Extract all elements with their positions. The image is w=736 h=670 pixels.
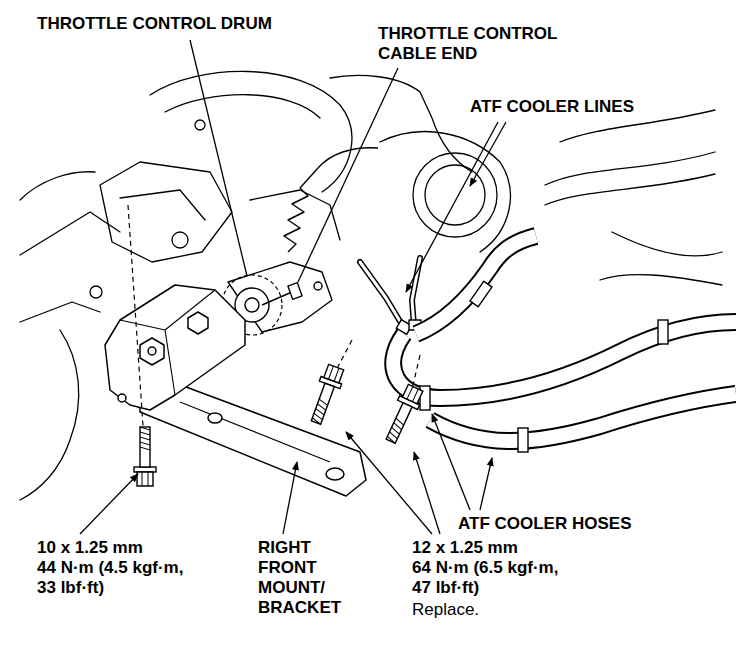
leader-line [298,68,398,282]
atf-cooler-hoses [430,394,736,441]
right-front-mount-bracket [208,413,222,423]
atf-cooler-hoses [393,322,736,398]
atf-cooler-hoses [416,236,536,334]
part-label: THROTTLE CONTROL DRUM [37,14,272,34]
leader-line [283,462,297,534]
atf-cooler-hoses [393,236,736,452]
throttle-control-assembly [300,148,378,188]
atf-cooler-lines [360,258,421,334]
engine-outline [545,174,715,205]
right-front-mount-bracket [326,468,344,480]
engine-outline [20,330,79,500]
atf-cooler-hoses [470,281,492,306]
engine-outline [20,71,722,500]
atf-cooler-hoses [420,386,430,410]
atf-cooler-lines [360,262,404,328]
engine-outline [413,153,497,237]
right-front-mount-bracket [105,285,245,410]
leader-line [406,122,498,292]
engine-outline [425,165,485,225]
leader-line [432,414,470,510]
part-label: ATF COOLER HOSES [458,514,631,534]
engine-outline [612,232,722,256]
engine-outline [250,190,340,240]
part-label: THROTTLE CONTROL CABLE END [378,24,557,64]
engine-outline [90,286,102,298]
engine-outline [20,212,120,255]
note-text: Replace. [412,600,479,620]
leader-line [80,474,138,534]
part-label: ATF COOLER LINES [470,97,634,117]
part-label: RIGHT FRONT MOUNT/ BRACKET [258,538,341,618]
throttle-control-assembly [288,283,302,300]
leader-line [480,458,492,510]
throttle-control-assembly [284,188,308,252]
right-front-mount-bracket [148,347,156,355]
atf-cooler-hoses [430,394,736,441]
throttle-control-assembly [314,282,322,290]
mount-bolts [128,205,426,486]
bolt-spec: 10 x 1.25 mm 44 N·m (4.5 kgf·m, 33 lbf·f… [37,538,183,598]
atf-cooler-hoses [416,236,536,334]
leader-line [190,40,247,276]
right-front-mount-bracket [140,338,164,365]
engine-outline [150,71,352,192]
mount-bolts [128,205,143,426]
right-front-mount-bracket [118,394,126,402]
atf-cooler-lines [360,262,404,328]
engine-outline [20,302,100,322]
engine-outline [120,190,205,220]
mount-bolts [134,427,156,486]
atf-cooler-hoses [393,322,736,398]
atf-cooler-hoses [658,320,668,344]
right-front-mount-bracket [180,402,330,462]
right-front-mount-bracket [188,312,208,334]
bolt-spec: 12 x 1.25 mm 64 N·m (6.5 kgf·m, 47 lbf·f… [412,538,558,598]
atf-cooler-hoses [518,428,528,452]
engine-outline [100,162,232,262]
leader-line [414,452,440,534]
engine-outline [600,275,722,285]
engine-outline [165,95,320,118]
leader-line [346,432,432,534]
throttle-control-assembly [262,292,292,305]
throttle-control-assembly [245,298,259,312]
engine-outline [330,75,472,172]
throttle-control-assembly [222,148,378,335]
engine-outline [20,172,95,200]
engine-outline [195,120,205,130]
right-front-mount-bracket [105,285,366,496]
leader-line [470,122,506,186]
mount-bolts [381,383,426,446]
mount-bolts [306,363,347,426]
leader-line [80,40,506,534]
engine-outline [172,232,188,248]
